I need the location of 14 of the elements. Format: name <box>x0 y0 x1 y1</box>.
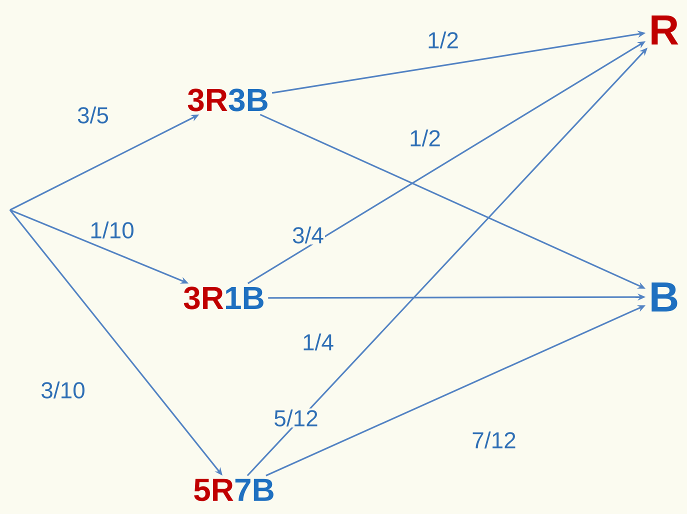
edge-label: 1/2 <box>408 128 442 148</box>
edge-label: 5/12 <box>272 408 320 428</box>
edge-label: 3/4 <box>291 226 325 244</box>
state-label: B <box>652 282 678 312</box>
edge-label: 3/5 <box>76 106 110 124</box>
state-label: 5R7B <box>194 478 274 502</box>
edge-label: 1/2 <box>426 30 460 50</box>
state-label: R <box>652 16 678 44</box>
state-label: 3R3B <box>188 88 268 112</box>
edge-label: 3/10 <box>40 380 86 400</box>
state-label: 3R1B <box>184 286 264 310</box>
edge-label: 1/4 <box>301 332 335 352</box>
edge-label: 1/10 <box>88 220 136 240</box>
edge-label: 7/12 <box>470 430 518 450</box>
